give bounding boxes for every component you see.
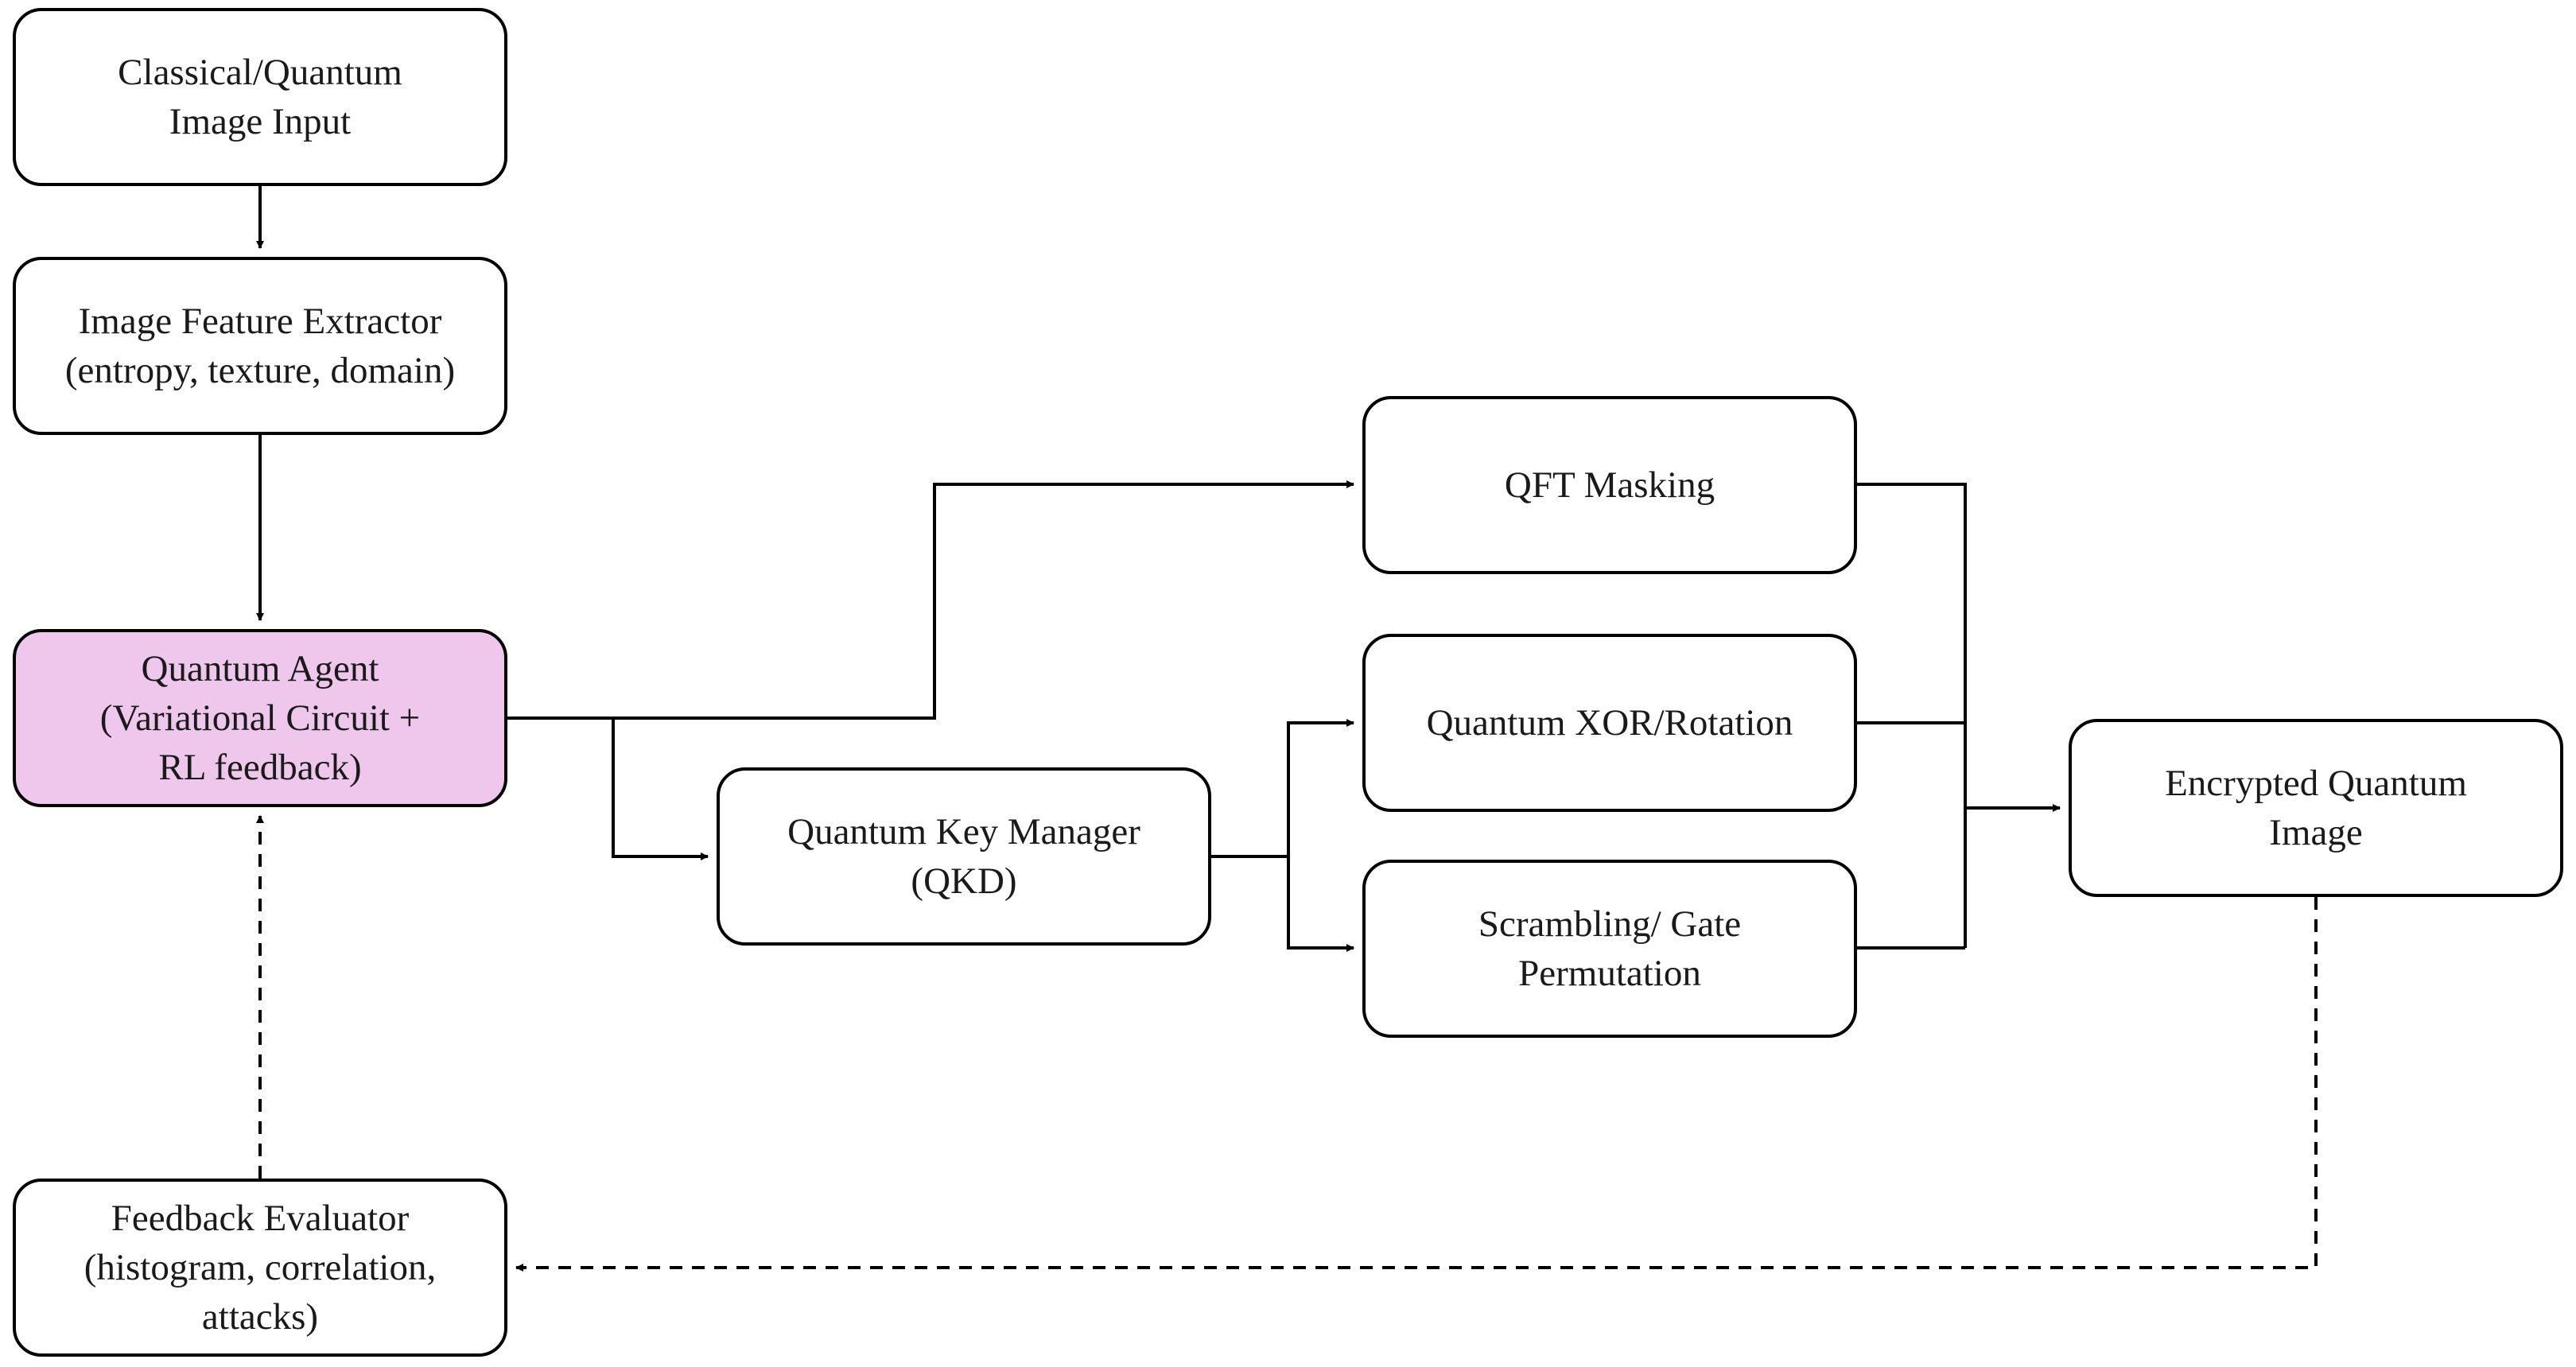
node-quantum-agent-line-2: (Variational Circuit +	[99, 697, 421, 739]
node-image-input-line-2: Image Input	[169, 101, 352, 142]
edge-key-to-xor	[1211, 719, 1354, 858]
node-feedback-evaluator-line-1: Feedback Evaluator	[111, 1198, 410, 1239]
node-quantum-xor-rotation-line-1: Quantum XOR/Rotation	[1426, 702, 1793, 744]
node-scrambling-permutation: Scrambling/ Gate Permutation	[1362, 860, 1857, 1038]
node-qft-masking-line-1: QFT Masking	[1504, 464, 1715, 506]
node-encrypted-image-line-2: Image	[2269, 812, 2363, 853]
edge-agent-to-key-manager	[612, 718, 709, 860]
node-qft-masking: QFT Masking	[1362, 396, 1857, 574]
node-feature-extractor: Image Feature Extractor (entropy, textur…	[13, 257, 507, 435]
edge-qft-to-bus	[1857, 483, 1967, 948]
edge-key-to-scrambling	[1287, 856, 1354, 952]
node-quantum-key-manager: Quantum Key Manager (QKD)	[717, 767, 1211, 946]
node-quantum-agent: Quantum Agent (Variational Circuit + RL …	[13, 629, 507, 807]
node-image-input: Classical/Quantum Image Input	[13, 8, 507, 186]
node-scrambling-permutation-line-2: Permutation	[1518, 953, 1701, 994]
node-feedback-evaluator: Feedback Evaluator (histogram, correlati…	[13, 1179, 507, 1357]
node-feature-extractor-line-2: (entropy, texture, domain)	[64, 350, 456, 391]
node-feature-extractor-line-1: Image Feature Extractor	[78, 301, 442, 342]
node-quantum-agent-line-3: RL feedback)	[158, 747, 362, 788]
node-quantum-key-manager-line-1: Quantum Key Manager	[787, 811, 1140, 852]
node-quantum-agent-line-1: Quantum Agent	[141, 648, 379, 689]
edge-agent-to-qft	[507, 480, 1354, 720]
node-quantum-key-manager-line-2: (QKD)	[911, 860, 1017, 902]
node-encrypted-image: Encrypted Quantum Image	[2069, 719, 2563, 897]
node-feedback-evaluator-line-2: (histogram, correlation,	[84, 1247, 437, 1288]
node-scrambling-permutation-line-1: Scrambling/ Gate	[1478, 903, 1742, 945]
node-quantum-xor-rotation: Quantum XOR/Rotation	[1362, 634, 1857, 812]
node-encrypted-image-line-1: Encrypted Quantum	[2165, 763, 2467, 804]
node-feedback-evaluator-line-3: attacks)	[201, 1296, 319, 1338]
node-image-input-line-1: Classical/Quantum	[118, 52, 402, 93]
edge-output-to-feedback	[515, 897, 2318, 1272]
